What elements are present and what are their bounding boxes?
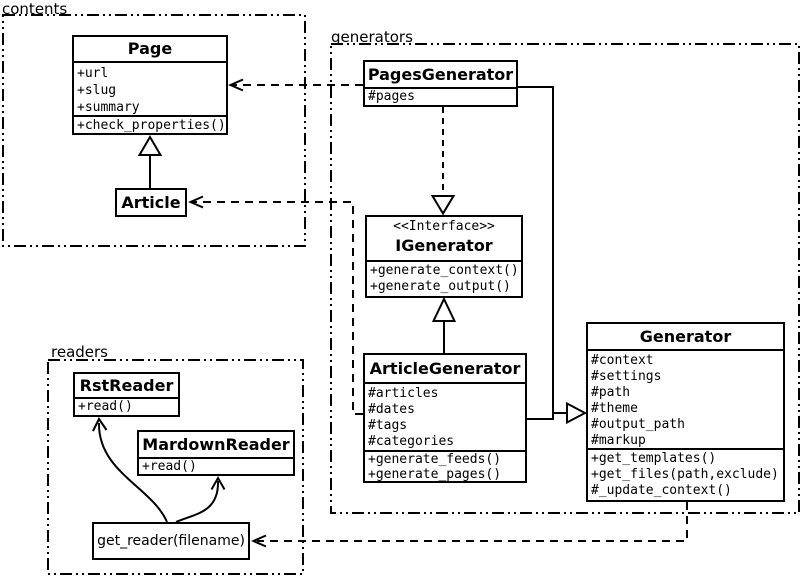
package-label-readers: readers — [51, 343, 108, 361]
attribute: #pages — [368, 89, 415, 104]
attribute: #dates — [368, 402, 415, 417]
attribute: #settings — [591, 369, 662, 384]
class-title-mardown-reader: MardownReader — [142, 435, 290, 454]
open-arrowhead-at-article — [188, 195, 204, 209]
class-title-generator: Generator — [639, 327, 732, 346]
attribute: +url — [77, 66, 109, 81]
attribute: +slug — [77, 83, 117, 98]
method: +check_properties() — [77, 118, 226, 133]
curved-line-getreader-to-mardownreader — [175, 480, 220, 523]
attribute: #articles — [368, 386, 439, 401]
generalization-line-articlegenerator-to-generator — [527, 413, 554, 420]
attributes-compartment: +url +slug +summary — [74, 61, 226, 115]
realization-triangle-at-igenerator-top — [430, 195, 456, 216]
class-box-page: Page +url +slug +summary +check_properti… — [72, 35, 228, 135]
attribute: #markup — [591, 433, 646, 448]
open-arrowhead-at-page — [228, 78, 244, 92]
dependency-line-generator-to-getreader — [257, 502, 688, 542]
attributes-compartment: #context #settings #path #theme #output_… — [588, 349, 783, 448]
package-frame-readers — [47, 359, 304, 575]
open-arrowhead-at-mardownreader — [210, 475, 226, 490]
attributes-compartment: #articles #dates #tags #categories — [365, 382, 525, 450]
package-label-contents: contents — [2, 0, 68, 18]
class-title-pages-generator: PagesGenerator — [367, 65, 514, 84]
method: +read() — [142, 459, 197, 474]
methods-compartment: +check_properties() — [74, 115, 226, 135]
open-arrowhead-at-getreader — [251, 534, 267, 548]
package-frame-generators — [330, 43, 800, 514]
class-box-mardown-reader: MardownReader +read() — [137, 430, 295, 476]
open-arrowhead-at-rstreader — [92, 417, 108, 432]
methods-compartment: +generate_feeds() +generate_pages() — [365, 450, 525, 481]
attribute: #path — [591, 385, 631, 400]
attribute: +summary — [77, 100, 140, 115]
class-title-article: Article — [121, 193, 181, 212]
methods-compartment: +generate_context() +generate_output() — [367, 260, 521, 296]
class-title-page: Page — [127, 39, 173, 58]
package-label-generators: generators — [331, 28, 413, 46]
attribute: #tags — [368, 418, 408, 433]
function-box-get-reader: get_reader(filename) — [92, 522, 250, 560]
class-box-rst-reader: RstReader +read() — [73, 372, 180, 417]
class-title-article-generator: ArticleGenerator — [369, 359, 521, 378]
curved-line-getreader-to-rstreader — [97, 422, 168, 523]
method: +get_files(path,exclude) — [591, 467, 779, 482]
function-label-get-reader: get_reader(filename) — [97, 533, 245, 549]
generalization-triangle-at-page — [137, 135, 163, 156]
generalization-triangle-at-generator-left — [566, 401, 588, 425]
class-title-rst-reader: RstReader — [79, 376, 174, 395]
class-stereotype-interface: <<Interface>> — [393, 219, 495, 234]
method: +generate_feeds() — [368, 452, 502, 467]
class-box-pages-generator: PagesGenerator #pages — [363, 60, 518, 107]
class-box-igenerator: <<Interface>> IGenerator +generate_conte… — [365, 215, 523, 298]
package-frame-contents — [2, 14, 306, 247]
attribute: #theme — [591, 401, 638, 416]
method: +get_templates() — [591, 451, 717, 466]
generalization-line-pagesgenerator-to-generator — [518, 86, 567, 414]
attribute: #output_path — [591, 417, 685, 432]
dependency-line-articlegenerator-to-article — [193, 201, 363, 415]
class-box-article-generator: ArticleGenerator #articles #dates #tags … — [363, 353, 527, 483]
method: #_update_context() — [591, 483, 732, 498]
class-title-igenerator: IGenerator — [395, 236, 493, 255]
method: +generate_context() — [370, 263, 519, 278]
methods-compartment: +get_templates() +get_files(path,exclude… — [588, 448, 783, 500]
methods-compartment: +read() — [75, 397, 178, 415]
class-box-generator: Generator #context #settings #path #them… — [586, 322, 785, 502]
generalization-triangle-at-igenerator-bottom — [431, 296, 457, 322]
method: +generate_output() — [370, 279, 511, 294]
method: +read() — [78, 399, 133, 414]
attributes-compartment: #pages — [365, 87, 516, 105]
method: +generate_pages() — [368, 467, 502, 481]
attribute: #context — [591, 353, 654, 368]
methods-compartment: +read() — [139, 457, 293, 474]
class-box-article: Article — [115, 188, 187, 217]
attribute: #categories — [368, 434, 455, 449]
